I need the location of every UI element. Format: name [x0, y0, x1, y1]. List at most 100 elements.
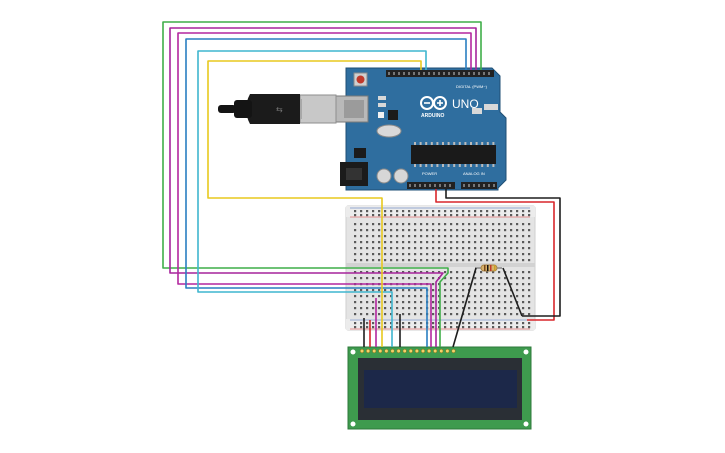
breadboard-hole[interactable] — [378, 322, 381, 325]
breadboard-hole[interactable] — [378, 229, 381, 232]
breadboard-hole[interactable] — [522, 253, 525, 256]
breadboard-hole[interactable] — [372, 214, 375, 217]
breadboard-hole[interactable] — [516, 277, 519, 280]
breadboard-hole[interactable] — [492, 223, 495, 226]
breadboard-hole[interactable] — [390, 259, 393, 262]
breadboard-hole[interactable] — [486, 307, 489, 310]
breadboard-hole[interactable] — [510, 283, 513, 286]
breadboard-hole[interactable] — [504, 326, 507, 329]
lcd-pin-row[interactable] — [359, 348, 456, 354]
breadboard-hole[interactable] — [528, 271, 531, 274]
breadboard-hole[interactable] — [456, 307, 459, 310]
breadboard-hole[interactable] — [444, 241, 447, 244]
breadboard-hole[interactable] — [384, 247, 387, 250]
breadboard-hole[interactable] — [516, 307, 519, 310]
breadboard-hole[interactable] — [486, 253, 489, 256]
breadboard-hole[interactable] — [384, 289, 387, 292]
breadboard-hole[interactable] — [372, 289, 375, 292]
breadboard-hole[interactable] — [522, 307, 525, 310]
breadboard-hole[interactable] — [378, 307, 381, 310]
breadboard-hole[interactable] — [360, 210, 363, 213]
breadboard-hole[interactable] — [480, 210, 483, 213]
breadboard-hole[interactable] — [480, 259, 483, 262]
breadboard-hole[interactable] — [372, 277, 375, 280]
breadboard-hole[interactable] — [384, 229, 387, 232]
breadboard-hole[interactable] — [480, 307, 483, 310]
breadboard-hole[interactable] — [426, 259, 429, 262]
breadboard-hole[interactable] — [402, 277, 405, 280]
breadboard-hole[interactable] — [492, 271, 495, 274]
breadboard-hole[interactable] — [426, 277, 429, 280]
breadboard-hole[interactable] — [528, 307, 531, 310]
breadboard-hole[interactable] — [486, 241, 489, 244]
breadboard-hole[interactable] — [522, 322, 525, 325]
breadboard-hole[interactable] — [360, 214, 363, 217]
breadboard-hole[interactable] — [516, 289, 519, 292]
breadboard-hole[interactable] — [438, 247, 441, 250]
breadboard-hole[interactable] — [516, 235, 519, 238]
breadboard-hole[interactable] — [504, 247, 507, 250]
breadboard-hole[interactable] — [498, 326, 501, 329]
breadboard-hole[interactable] — [510, 301, 513, 304]
breadboard-hole[interactable] — [498, 283, 501, 286]
breadboard-hole[interactable] — [468, 235, 471, 238]
breadboard-hole[interactable] — [414, 210, 417, 213]
breadboard-hole[interactable] — [456, 210, 459, 213]
breadboard-hole[interactable] — [468, 253, 471, 256]
breadboard-hole[interactable] — [366, 214, 369, 217]
breadboard-hole[interactable] — [480, 295, 483, 298]
breadboard-hole[interactable] — [522, 295, 525, 298]
breadboard-hole[interactable] — [378, 313, 381, 316]
breadboard-hole[interactable] — [528, 253, 531, 256]
breadboard-hole[interactable] — [504, 235, 507, 238]
breadboard-hole[interactable] — [456, 326, 459, 329]
breadboard-hole[interactable] — [468, 301, 471, 304]
breadboard-hole[interactable] — [456, 271, 459, 274]
breadboard-hole[interactable] — [384, 259, 387, 262]
breadboard-hole[interactable] — [420, 214, 423, 217]
breadboard-hole[interactable] — [516, 295, 519, 298]
breadboard-hole[interactable] — [366, 295, 369, 298]
breadboard-hole[interactable] — [522, 214, 525, 217]
breadboard-hole[interactable] — [516, 253, 519, 256]
breadboard-hole[interactable] — [438, 283, 441, 286]
breadboard-hole[interactable] — [450, 223, 453, 226]
breadboard-hole[interactable] — [444, 301, 447, 304]
breadboard-hole[interactable] — [486, 223, 489, 226]
breadboard-hole[interactable] — [378, 235, 381, 238]
breadboard-hole[interactable] — [390, 247, 393, 250]
breadboard-hole[interactable] — [444, 223, 447, 226]
breadboard-hole[interactable] — [378, 223, 381, 226]
breadboard-hole[interactable] — [426, 229, 429, 232]
breadboard-hole[interactable] — [420, 259, 423, 262]
breadboard-hole[interactable] — [420, 307, 423, 310]
breadboard-hole[interactable] — [474, 301, 477, 304]
breadboard-hole[interactable] — [432, 235, 435, 238]
breadboard-hole[interactable] — [444, 271, 447, 274]
breadboard-hole[interactable] — [522, 223, 525, 226]
breadboard-hole[interactable] — [450, 307, 453, 310]
breadboard-hole[interactable] — [486, 235, 489, 238]
breadboard-hole[interactable] — [420, 223, 423, 226]
breadboard-hole[interactable] — [486, 259, 489, 262]
breadboard-hole[interactable] — [360, 241, 363, 244]
breadboard-hole[interactable] — [450, 247, 453, 250]
breadboard-hole[interactable] — [396, 326, 399, 329]
breadboard-hole[interactable] — [354, 322, 357, 325]
breadboard-hole[interactable] — [486, 322, 489, 325]
breadboard-hole[interactable] — [480, 322, 483, 325]
breadboard-hole[interactable] — [402, 223, 405, 226]
breadboard-hole[interactable] — [510, 295, 513, 298]
breadboard-hole[interactable] — [468, 326, 471, 329]
breadboard-hole[interactable] — [492, 235, 495, 238]
breadboard-hole[interactable] — [360, 322, 363, 325]
breadboard-hole[interactable] — [438, 259, 441, 262]
breadboard-hole[interactable] — [522, 313, 525, 316]
breadboard-hole[interactable] — [474, 214, 477, 217]
wire-black[interactable] — [502, 267, 523, 317]
breadboard-hole[interactable] — [426, 241, 429, 244]
breadboard-hole[interactable] — [384, 235, 387, 238]
breadboard-hole[interactable] — [360, 259, 363, 262]
breadboard-hole[interactable] — [474, 277, 477, 280]
breadboard-hole[interactable] — [372, 253, 375, 256]
